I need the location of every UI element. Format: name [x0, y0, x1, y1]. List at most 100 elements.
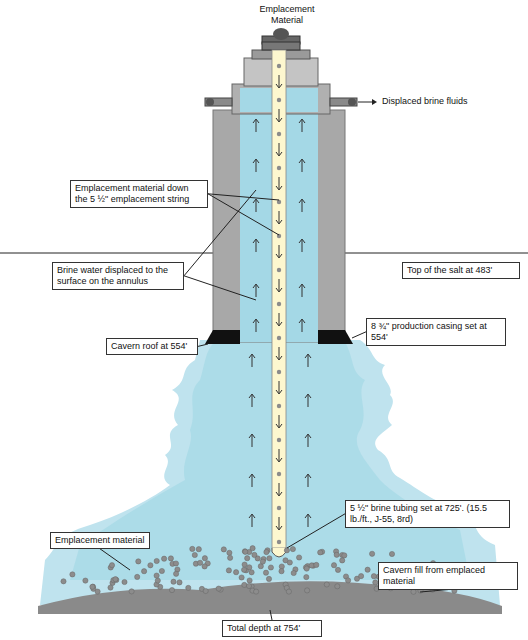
flow-arrow	[276, 84, 282, 88]
casing-shoe	[205, 330, 240, 344]
flow-arrow	[305, 354, 311, 358]
flow-arrow	[302, 240, 303, 252]
annotation-label: Emplacement Material	[250, 4, 324, 26]
particle	[291, 570, 296, 575]
leader-line	[208, 194, 279, 200]
flow-arrow	[252, 395, 253, 407]
flow-arrow	[308, 355, 309, 367]
leader-line	[184, 276, 256, 300]
flow-arrow	[276, 492, 282, 496]
flow-arrow	[256, 200, 257, 212]
flow-arrow	[256, 285, 257, 297]
particle	[277, 166, 281, 170]
flow-arrow	[276, 288, 282, 292]
flow-arrow	[299, 159, 305, 163]
leader-line	[270, 610, 272, 620]
particle	[239, 575, 244, 580]
flow-arrow	[276, 186, 282, 190]
side-valve	[330, 98, 357, 106]
particle	[177, 580, 182, 585]
flow-arrow	[276, 152, 282, 156]
callout-text: Total depth at 754'	[227, 623, 317, 634]
flow-arrow	[276, 254, 282, 258]
particle	[242, 567, 247, 572]
callout-text: Cavern fill from emplaced material	[383, 565, 513, 587]
particle	[263, 570, 268, 575]
leader-line	[198, 344, 208, 346]
callout-box: Total depth at 754'	[222, 620, 322, 637]
particle	[242, 562, 247, 567]
particle	[411, 589, 416, 594]
flow-arrow	[276, 526, 282, 530]
particle	[277, 540, 281, 544]
particle	[226, 568, 231, 573]
particle	[246, 583, 251, 588]
particle	[277, 370, 281, 374]
particle	[135, 574, 140, 579]
flow-arrow	[305, 474, 311, 478]
particle	[83, 578, 88, 583]
callout-text: Cavern roof at 554'	[111, 341, 193, 352]
flow-arrow	[299, 239, 305, 243]
callout-text: Emplacement material down the 5 ½" empla…	[75, 183, 203, 205]
particle	[245, 556, 250, 561]
flow-arrow	[252, 475, 253, 487]
particle	[228, 555, 233, 560]
particle	[286, 589, 291, 594]
annotation-label: Displaced brine fluids	[380, 96, 504, 107]
callout-box: 5 ½" brine tubing set at 725'. (15.5 lb.…	[345, 500, 510, 528]
outlet-arrow	[358, 102, 372, 103]
flow-arrow	[302, 285, 303, 297]
particle	[389, 551, 394, 556]
flow-arrow	[305, 394, 311, 398]
particle	[90, 584, 95, 589]
callout-text: Emplacement material	[55, 535, 145, 546]
callout-box: 8 ¾" production casing set at 554'	[366, 318, 506, 346]
flow-arrow	[276, 356, 282, 360]
flow-arrow	[279, 381, 280, 393]
flow-arrow	[252, 435, 253, 447]
particle	[159, 568, 164, 573]
top-valve	[273, 28, 289, 40]
flow-arrow	[256, 320, 257, 332]
particle	[203, 588, 208, 593]
flow-arrow	[276, 458, 282, 462]
callout-box: Cavern fill from emplaced material	[378, 562, 518, 590]
particle	[247, 565, 252, 570]
callout-text: Top of the salt at 483'	[407, 265, 515, 276]
particle	[221, 547, 226, 552]
flow-arrow	[249, 394, 255, 398]
particle	[370, 551, 375, 556]
callout-box: Brine water displaced to the surface on …	[52, 262, 184, 290]
flow-arrow	[253, 119, 259, 123]
flow-arrow	[279, 313, 280, 325]
particle	[290, 547, 295, 552]
particle	[190, 546, 195, 551]
particle	[202, 556, 207, 561]
particle	[154, 573, 159, 578]
flow-arrow	[276, 220, 282, 224]
particle	[304, 566, 309, 571]
particle	[277, 268, 281, 272]
particle	[277, 404, 281, 408]
particle	[202, 564, 207, 569]
particle	[304, 575, 309, 580]
particle	[279, 569, 284, 574]
particle	[267, 556, 272, 561]
particle	[113, 577, 118, 582]
particle	[252, 552, 257, 557]
particle	[234, 570, 239, 575]
flow-arrow	[305, 514, 311, 518]
particle	[264, 550, 269, 555]
flow-arrow	[308, 515, 309, 527]
flow-arrow	[299, 319, 305, 323]
particle	[61, 579, 66, 584]
particle	[169, 588, 174, 593]
particle	[334, 552, 339, 557]
callout-text: Brine water displaced to the surface on …	[57, 265, 179, 287]
particle	[155, 578, 160, 583]
particle	[284, 548, 289, 553]
particle	[242, 582, 247, 587]
particle	[297, 555, 302, 560]
flow-arrow	[299, 119, 305, 123]
